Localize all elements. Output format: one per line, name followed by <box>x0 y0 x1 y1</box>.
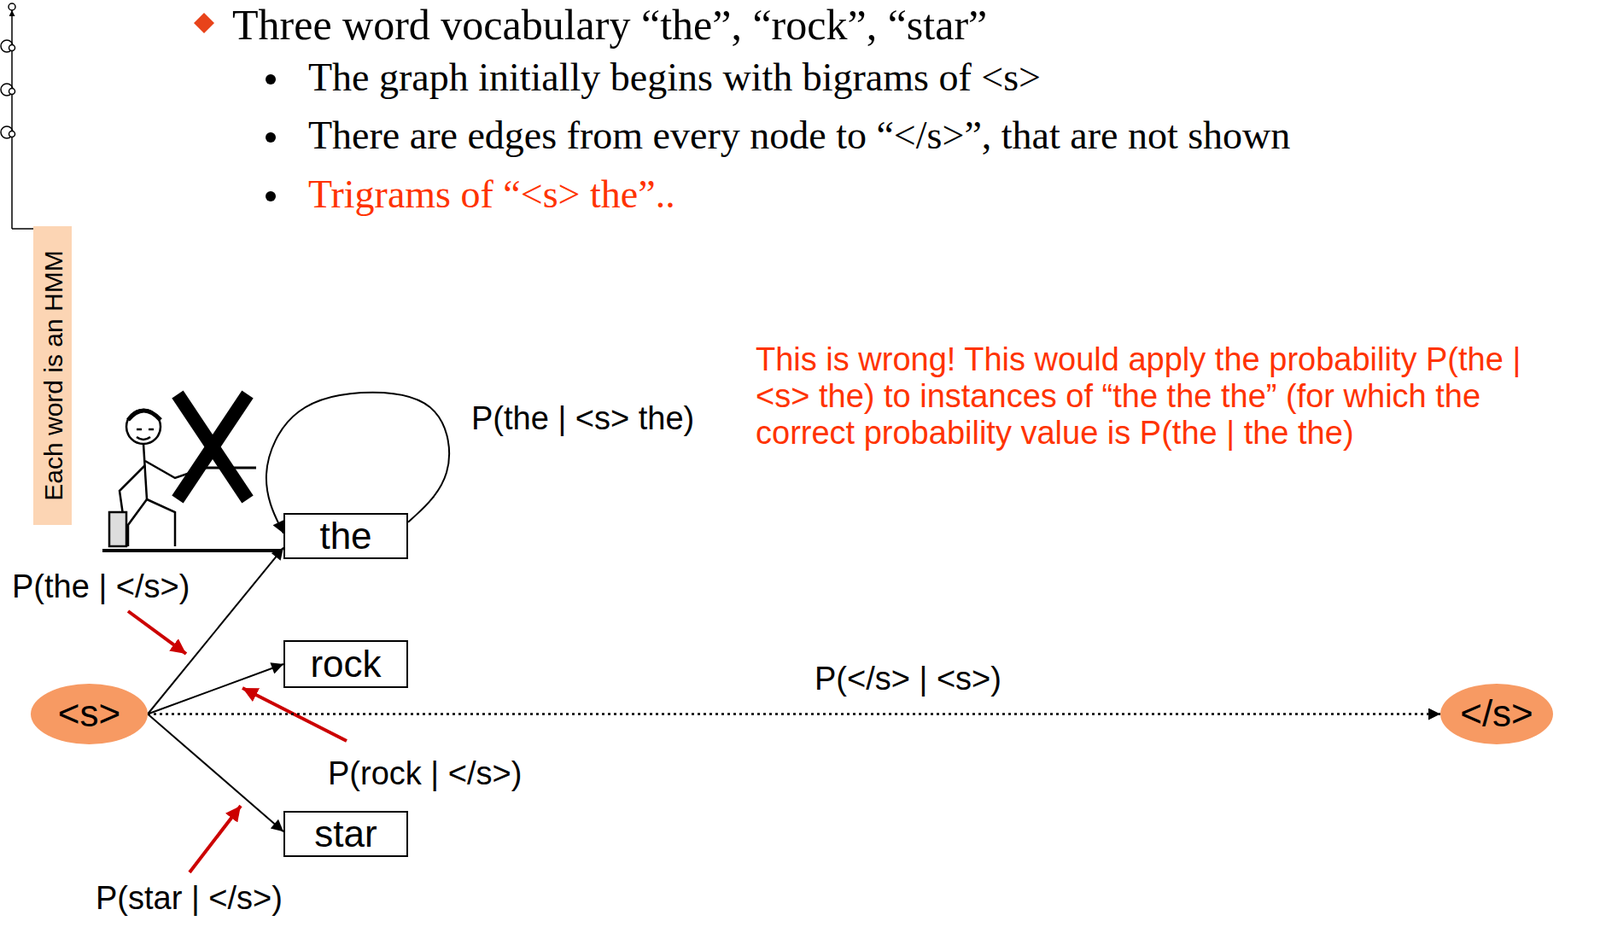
warning-note: This is wrong! This would apply the prob… <box>755 341 1584 452</box>
hmm-band: Each word is an HMM <box>33 226 72 526</box>
probability-label: P(star | </s>) <box>93 880 285 917</box>
node-label: the <box>319 515 372 557</box>
bullet-diamond <box>193 12 215 34</box>
bullet-text: There are edges from every node to “</s>… <box>308 112 1291 158</box>
node-label: <s> <box>58 693 121 735</box>
bullet-text: The graph initially begins with bigrams … <box>308 54 1041 100</box>
cross-mark <box>177 394 248 500</box>
transition-arrow <box>147 664 284 715</box>
probability-label: P(the | <s> the) <box>469 400 696 438</box>
bullet-dot <box>265 191 276 202</box>
ellipse-fill <box>1440 683 1554 745</box>
vertical-caption: Each word is an HMM <box>38 250 67 501</box>
node-label: star <box>314 813 377 855</box>
ellipse-fill <box>30 683 148 745</box>
end-node: </s> <box>1440 683 1554 745</box>
node-label: rock <box>309 643 381 685</box>
start-node: <s> <box>30 683 148 745</box>
bullet-text: Trigrams of “<s> the”.. <box>308 171 676 217</box>
bullet-dot <box>265 74 276 85</box>
node-label: </s> <box>1459 693 1534 735</box>
probability-label: P(rock | </s>) <box>326 755 524 793</box>
transition-arrow <box>147 714 284 833</box>
probability-label: P(</s> | <s>) <box>812 660 1004 698</box>
word-box: star <box>283 811 409 858</box>
bullet-heading: Three word vocabulary “the”, “rock”, “st… <box>232 0 987 50</box>
word-box: rock <box>283 640 409 689</box>
probability-label: P(the | </s>) <box>10 568 192 606</box>
hmm-icon <box>0 3 72 229</box>
bullet-dot <box>265 132 276 143</box>
transition-arrow <box>147 712 1441 716</box>
word-box: the <box>283 513 409 560</box>
